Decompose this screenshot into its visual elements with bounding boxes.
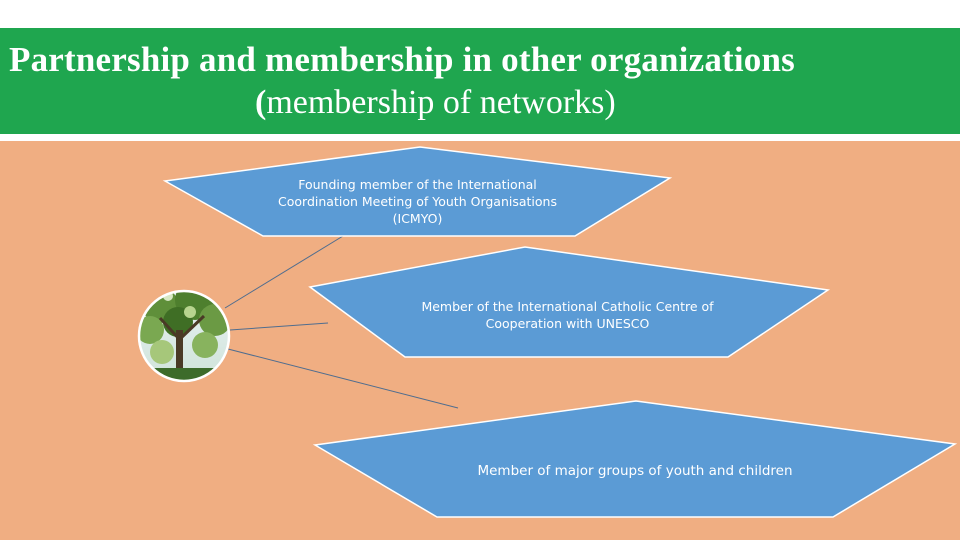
- node-3-line-1: Member of major groups of youth and chil…: [477, 463, 793, 479]
- node-2-line-1: Member of the International Catholic Cen…: [421, 299, 714, 314]
- subtitle-open-paren: (: [255, 84, 267, 121]
- node-2-line-2: Cooperation with UNESCO: [485, 316, 650, 331]
- slide-title: Partnership and membership in other orga…: [9, 40, 795, 79]
- tree-photo-icon: [137, 289, 231, 383]
- subtitle-text: membership of networks): [266, 84, 616, 121]
- slide-subtitle: (membership of networks): [255, 84, 616, 122]
- connector-line-2: [229, 322, 329, 331]
- node-2-text: Member of the International Catholic Cen…: [390, 298, 745, 332]
- node-1-line-3: (ICMYO): [392, 211, 443, 226]
- node-shape-1: [162, 146, 673, 237]
- node-shape-2: [308, 246, 831, 358]
- connector-line-3: [227, 348, 459, 409]
- node-shape-3: [312, 400, 958, 518]
- node-1-line-1: Founding member of the International: [298, 177, 537, 192]
- connector-line-1: [224, 235, 344, 309]
- node-1-line-2: Coordination Meeting of Youth Organisati…: [278, 194, 557, 209]
- node-3-text: Member of major groups of youth and chil…: [420, 463, 850, 480]
- node-1-text: Founding member of the International Coo…: [240, 176, 595, 227]
- title-bar: [0, 28, 960, 134]
